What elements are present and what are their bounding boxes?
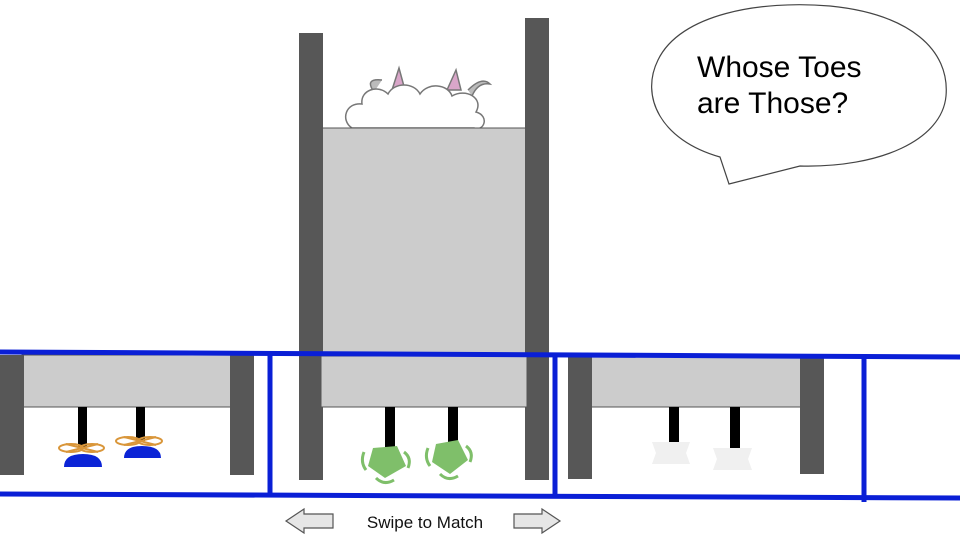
- webbed-bird-feet-icon: [58, 436, 163, 467]
- speech-bubble-text: Whose Toes are Those?: [697, 50, 897, 122]
- center-booth: [299, 18, 549, 480]
- card-3-panel: [589, 356, 803, 408]
- card-2-right-leg: [448, 407, 458, 443]
- frame-top-edge: [0, 349, 960, 360]
- swipe-hint-label: Swipe to Match: [366, 513, 484, 532]
- swipe-left-arrow[interactable]: [284, 507, 334, 535]
- speech-bubble: [651, 4, 947, 185]
- card-3[interactable]: [568, 356, 824, 479]
- frame-bottom-edge: [0, 491, 960, 501]
- booth-right-post: [525, 18, 549, 480]
- card-frames: [0, 349, 960, 502]
- card-1-right-leg: [136, 407, 145, 441]
- booth-left-post: [299, 33, 323, 480]
- booth-back-panel: [320, 127, 528, 357]
- speech-line-1: Whose Toes: [697, 51, 862, 84]
- clawed-green-feet-icon: [360, 440, 473, 485]
- card-3-right-leg: [730, 407, 740, 449]
- card-3-left-post: [568, 357, 592, 479]
- card-1[interactable]: [0, 354, 254, 475]
- card-1-panel: [21, 354, 233, 408]
- card-3-right-post: [800, 357, 824, 474]
- card-1-left-post: [0, 355, 24, 475]
- card-3-left-leg: [669, 407, 679, 443]
- card-2-panel: [320, 355, 528, 408]
- card-2-left-leg: [385, 407, 395, 447]
- card-1-left-leg: [78, 407, 87, 447]
- card-1-right-post: [230, 355, 254, 475]
- speech-line-2: are Those?: [697, 87, 849, 120]
- sheep-icon: [321, 65, 527, 138]
- swipe-right-arrow[interactable]: [513, 507, 562, 535]
- white-hoof-feet-icon: [652, 442, 752, 470]
- card-2[interactable]: [320, 355, 528, 485]
